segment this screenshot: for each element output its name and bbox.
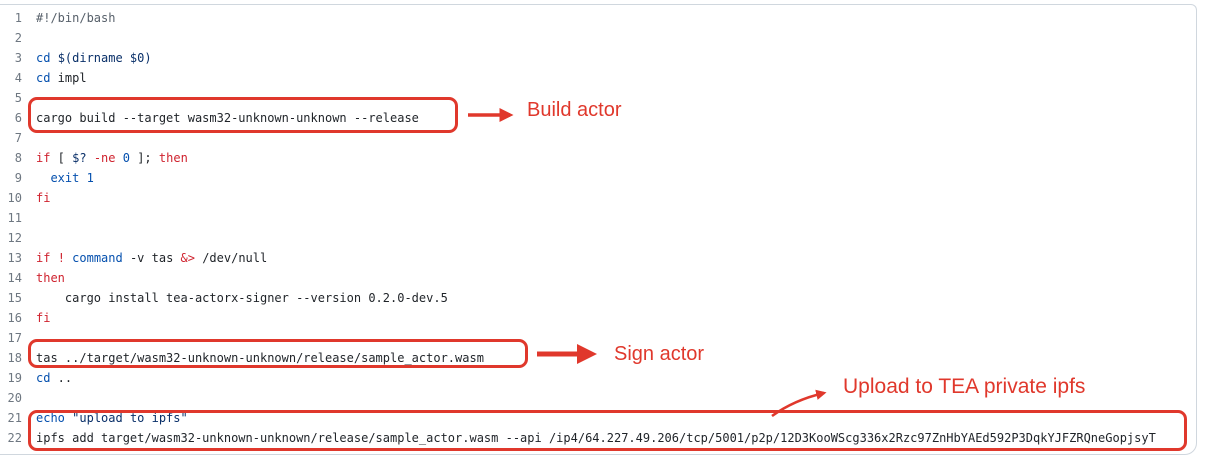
code-text bbox=[22, 28, 36, 48]
code-line: 17 bbox=[0, 328, 1196, 348]
line-number[interactable]: 9 bbox=[14, 171, 22, 185]
line-number[interactable]: 16 bbox=[7, 311, 22, 325]
code-text: exit 1 bbox=[50, 171, 94, 185]
code-line: 19 cd .. bbox=[0, 368, 1196, 388]
code-line: 3 cd $(dirname $0) bbox=[0, 48, 1196, 68]
code-text: cd .. bbox=[36, 371, 73, 385]
line-number[interactable]: 2 bbox=[14, 31, 22, 45]
line-number[interactable]: 18 bbox=[7, 351, 22, 365]
code-line: 14 then bbox=[0, 268, 1196, 288]
code-text bbox=[22, 208, 36, 228]
line-number[interactable]: 8 bbox=[14, 151, 22, 165]
code-line: 21 echo "upload to ipfs" bbox=[0, 408, 1196, 428]
code-line: 9 exit 1 bbox=[0, 168, 1196, 188]
line-number[interactable]: 19 bbox=[7, 371, 22, 385]
code-text: if [ $? -ne 0 ]; then bbox=[36, 151, 188, 165]
code-text bbox=[22, 228, 36, 248]
line-number[interactable]: 1 bbox=[14, 11, 22, 25]
code-line: 4 cd impl bbox=[0, 68, 1196, 88]
code-text: cargo install tea-actorx-signer --versio… bbox=[36, 291, 448, 305]
code-line: 22 ipfs add target/wasm32-unknown-unknown… bbox=[0, 428, 1196, 448]
line-number[interactable]: 15 bbox=[7, 291, 22, 305]
code-line: 2 bbox=[0, 28, 1196, 48]
code-line: 7 bbox=[0, 128, 1196, 148]
code-line: 15 cargo install tea-actorx-signer --ver… bbox=[0, 288, 1196, 308]
code-line: 8 if [ $? -ne 0 ]; then bbox=[0, 148, 1196, 168]
code-text: fi bbox=[36, 311, 51, 325]
line-number[interactable]: 11 bbox=[7, 211, 22, 225]
line-number[interactable]: 3 bbox=[14, 51, 22, 65]
code-line: 12 bbox=[0, 228, 1196, 248]
code-text: if ! command -v tas &> /dev/null bbox=[36, 251, 268, 265]
code-viewer: 1 #!/bin/bash 2 3 cd $(dirname $0) 4 cd impl 5 6… bbox=[0, 4, 1197, 455]
line-number[interactable]: 5 bbox=[14, 91, 22, 105]
code-line: 5 bbox=[0, 88, 1196, 108]
code-text: then bbox=[36, 271, 65, 285]
code-line: 18 tas ../target/wasm32-unknown-unknown/r… bbox=[0, 348, 1196, 368]
code-text: cd $(dirname $0) bbox=[36, 51, 152, 65]
code-line: 1 #!/bin/bash bbox=[0, 8, 1196, 28]
code-text bbox=[22, 388, 36, 408]
code-rows: 1 #!/bin/bash 2 3 cd $(dirname $0) 4 cd impl 5 6… bbox=[0, 8, 1196, 448]
code-line: 6 cargo build --target wasm32-unknown-unk… bbox=[0, 108, 1196, 128]
code-text: ipfs add target/wasm32-unknown-unknown/r… bbox=[36, 431, 1156, 445]
code-text: cd impl bbox=[36, 71, 87, 85]
line-number[interactable]: 22 bbox=[7, 431, 22, 445]
line-number[interactable]: 10 bbox=[7, 191, 22, 205]
line-number[interactable]: 12 bbox=[7, 231, 22, 245]
line-number[interactable]: 6 bbox=[14, 111, 22, 125]
line-number[interactable]: 4 bbox=[14, 71, 22, 85]
code-text bbox=[22, 328, 36, 348]
code-text: fi bbox=[36, 191, 51, 205]
code-line: 20 bbox=[0, 388, 1196, 408]
code-text: tas ../target/wasm32-unknown-unknown/rel… bbox=[36, 351, 484, 365]
code-line: 16 fi bbox=[0, 308, 1196, 328]
line-number[interactable]: 13 bbox=[7, 251, 22, 265]
line-number[interactable]: 7 bbox=[14, 131, 22, 145]
line-number[interactable]: 17 bbox=[7, 331, 22, 345]
code-line: 10 fi bbox=[0, 188, 1196, 208]
code-text: echo "upload to ipfs" bbox=[36, 411, 188, 425]
line-number[interactable]: 14 bbox=[7, 271, 22, 285]
code-text bbox=[22, 128, 36, 148]
code-text: #!/bin/bash bbox=[36, 11, 116, 25]
line-number[interactable]: 21 bbox=[7, 411, 22, 425]
code-text bbox=[22, 88, 36, 108]
code-text: cargo build --target wasm32-unknown-unkn… bbox=[36, 111, 419, 125]
code-line: 13 if ! command -v tas &> /dev/null bbox=[0, 248, 1196, 268]
line-number[interactable]: 20 bbox=[7, 391, 22, 405]
code-line: 11 bbox=[0, 208, 1196, 228]
